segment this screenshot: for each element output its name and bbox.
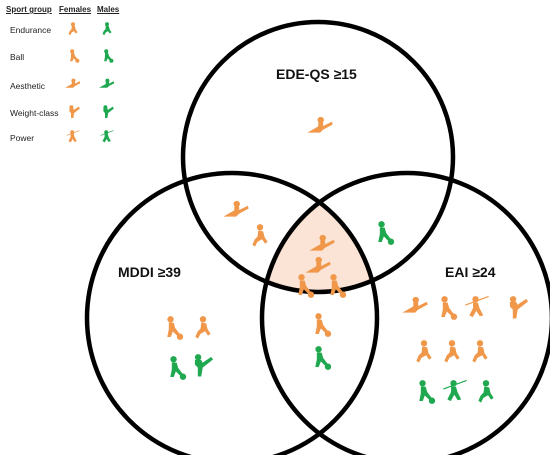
female-power-icon xyxy=(66,130,80,143)
left-only-female-ball-icon xyxy=(166,315,184,341)
legend-row-aesthetic: Aesthetic xyxy=(10,81,45,91)
top-left-female-aesthetic-icon xyxy=(223,200,250,218)
male-weight-class-icon xyxy=(103,105,114,118)
right-only-male-ball-icon xyxy=(418,379,436,405)
left-right-male-ball-icon xyxy=(314,345,332,371)
right-only-female-aesthetic-icon xyxy=(402,296,429,314)
right-only-female-endurance-icon xyxy=(444,339,460,363)
left-only-female-endurance-icon xyxy=(195,315,211,339)
female-weight-class-icon xyxy=(69,105,80,118)
female-ball-icon xyxy=(70,49,80,63)
legend-row-endurance: Endurance xyxy=(10,25,52,35)
circle-top xyxy=(180,19,456,295)
male-power-icon xyxy=(100,130,114,143)
legend-row-ball: Ball xyxy=(10,52,25,62)
legend: Sport group Females Males Endurance Ball… xyxy=(6,5,136,145)
right-only-female-weight-class-icon xyxy=(509,295,529,319)
left-only-male-ball-icon xyxy=(169,355,187,381)
right-only-female-endurance-icon xyxy=(472,339,488,363)
legend-header-sport-group: Sport group xyxy=(6,5,52,14)
circle-left xyxy=(84,170,380,455)
legend-row-weight-class: Weight-class xyxy=(10,108,59,118)
right-only-female-endurance-icon xyxy=(416,339,432,363)
female-aesthetic-icon xyxy=(66,78,81,88)
male-ball-icon xyxy=(104,49,114,63)
top-only-female-aesthetic-icon xyxy=(307,116,334,134)
male-endurance-icon xyxy=(102,22,112,35)
center-intersection xyxy=(262,173,377,292)
label-top-circle: EDE-QS ≥15 xyxy=(276,66,357,82)
right-only-female-power-icon xyxy=(464,295,490,318)
top-left-female-endurance-icon xyxy=(252,223,268,247)
legend-row-power: Power xyxy=(10,133,35,143)
right-only-male-power-icon xyxy=(442,379,468,402)
legend-header-males: Males xyxy=(97,5,120,14)
top-right-male-ball-icon xyxy=(377,220,395,246)
left-only-male-weight-class-icon xyxy=(194,353,214,377)
right-only-female-ball-icon xyxy=(440,295,458,321)
legend-header-females: Females xyxy=(59,5,92,14)
label-left-circle: MDDI ≥39 xyxy=(118,264,181,280)
circle-right xyxy=(259,170,550,455)
label-right-circle: EAI ≥24 xyxy=(445,264,496,280)
right-only-male-endurance-icon xyxy=(478,379,494,403)
male-aesthetic-icon xyxy=(100,78,115,88)
left-right-female-ball-icon xyxy=(314,312,332,338)
female-endurance-icon xyxy=(68,22,78,35)
